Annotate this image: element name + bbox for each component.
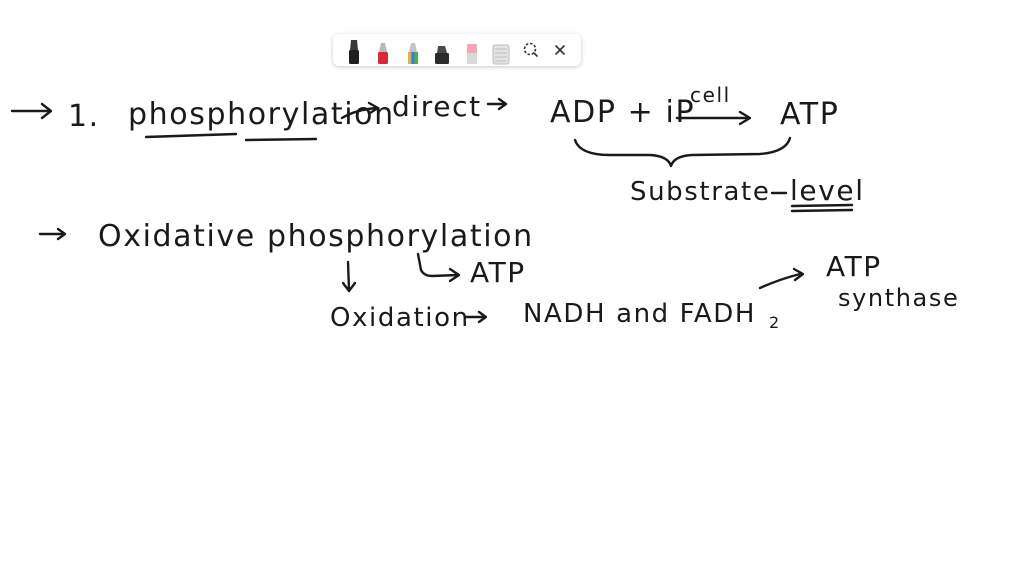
line1-number: 1. [68,99,100,134]
line1-arrow-to-reaction-head [497,97,508,111]
line1-catalyst: cell [690,83,731,107]
line2-term: Oxidative phosphorylation [98,219,534,254]
line1-arrow-to-direct [340,106,378,120]
line1-arrow-to-direct-head [367,101,380,115]
close-tool[interactable] [546,34,576,66]
line3-enzyme-arrow [758,272,802,290]
multicolor-marker-tool[interactable] [398,34,428,66]
line1-product: ATP [780,97,839,132]
line1-reaction-arrowhead [738,110,752,126]
level-underline-a [790,203,854,208]
reaction-brace [573,136,792,168]
eraser-tool[interactable] [457,34,487,66]
drawing-toolbar [333,34,581,66]
line3-carriers: NADH and FADH [523,299,756,329]
line3-arrowhead [477,310,488,324]
line2-down-arrowhead [341,281,357,293]
line1-bullet-arrowhead [40,102,53,120]
marker-icon [378,43,389,64]
black-marker-tool[interactable] [339,34,369,66]
lasso-icon [523,42,538,57]
line3-step: Oxidation [330,303,470,333]
close-icon [555,45,566,55]
eraser-icon [466,44,477,64]
line2-bullet-arrowhead [56,227,67,241]
marker-icon [407,43,418,64]
line2-branch-arrowhead [448,267,461,283]
line2-branch-arrow [416,252,460,278]
texture-icon [492,44,510,65]
line1-reaction-left: ADP + iP [550,95,695,130]
line3-enzyme-bottom: synthase [838,284,959,312]
level-underline-b [790,208,854,213]
line3-subscript: 2 [769,313,781,332]
dark-marker-tool[interactable] [428,34,458,66]
texture-tool[interactable] [487,34,517,66]
line1-brace-label-level: level [790,174,865,207]
red-marker-tool[interactable] [369,34,399,66]
marker-icon [348,40,359,64]
line1-term-underline-b [244,137,318,142]
line3-enzyme-arrowhead [792,267,805,282]
lasso-tool[interactable] [516,34,546,66]
line2-branch-product: ATP [470,256,526,289]
line1-term-underline-a [144,132,238,139]
line1-brace-label-substrate: Substrate [630,177,770,207]
line3-enzyme-top: ATP [826,250,882,283]
line1-direct: direct [392,90,482,123]
line1-term: phosphorylation [128,97,395,132]
line2-down-arrow [346,260,351,292]
marker-icon [435,46,450,64]
